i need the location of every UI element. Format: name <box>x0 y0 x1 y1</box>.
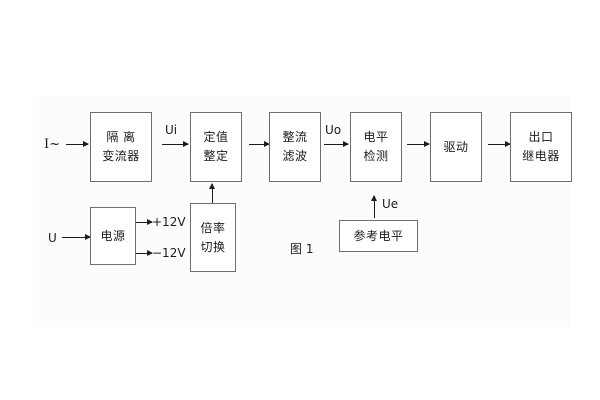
signal-label-ue: Ue <box>382 197 399 211</box>
arrow-drive-to-output-relay <box>488 141 511 148</box>
arrow-setting-to-rectify <box>249 141 270 148</box>
arrow-power-plus12v <box>136 219 153 226</box>
block-output-relay[interactable]: 出口 继电器 <box>510 112 572 182</box>
block-level-detection[interactable]: 电平 检测 <box>350 112 402 182</box>
block-line: 驱动 <box>443 140 469 154</box>
block-line: 整定 <box>203 149 229 163</box>
block-reference-level[interactable]: 参考电平 <box>339 220 418 252</box>
signal-label-minus-12v: −12V <box>152 246 186 260</box>
arrow-reference-to-level-detection <box>371 195 378 218</box>
signal-label-ui: Ui <box>165 123 178 137</box>
arrow-multiplier-to-setting <box>209 183 216 203</box>
block-line: 隔 离 <box>106 130 136 144</box>
block-line: 定值 <box>203 130 229 144</box>
signal-label-plus-12v: +12V <box>152 215 186 229</box>
input-label-voltage: U <box>48 231 57 245</box>
block-line: 整流 <box>282 130 308 144</box>
input-label-current: I~ <box>44 137 61 152</box>
block-line: 滤波 <box>282 149 308 163</box>
block-line: 继电器 <box>522 149 560 163</box>
figure-caption: 图 1 <box>290 242 314 256</box>
block-line: 出口 <box>528 130 554 144</box>
block-line: 电源 <box>100 229 126 243</box>
block-rectify-filter[interactable]: 整流 滤波 <box>269 112 321 182</box>
block-line: 切换 <box>200 239 226 254</box>
block-multiplier-switch[interactable]: 倍率 切换 <box>190 203 236 272</box>
block-power-supply[interactable]: 电源 <box>90 207 136 265</box>
block-line: 倍率 <box>200 220 226 235</box>
arrow-current-to-isolation <box>66 141 89 148</box>
arrow-rectify-to-level <box>324 141 349 148</box>
block-line: 电平 <box>363 130 389 144</box>
block-setting-value-adjustment[interactable]: 定值 整定 <box>190 112 242 182</box>
block-line: 检测 <box>363 149 389 163</box>
block-line: 变流器 <box>102 149 140 163</box>
block-isolation-current-transformer[interactable]: 隔 离 变流器 <box>90 112 152 182</box>
arrow-isolation-to-setting <box>162 141 189 148</box>
arrow-voltage-to-power-supply <box>62 234 91 241</box>
arrow-level-to-drive <box>407 141 430 148</box>
block-drive[interactable]: 驱动 <box>430 112 482 182</box>
signal-label-uo: Uo <box>325 123 342 137</box>
arrow-power-minus12v <box>136 250 153 257</box>
block-line: 参考电平 <box>353 229 404 243</box>
